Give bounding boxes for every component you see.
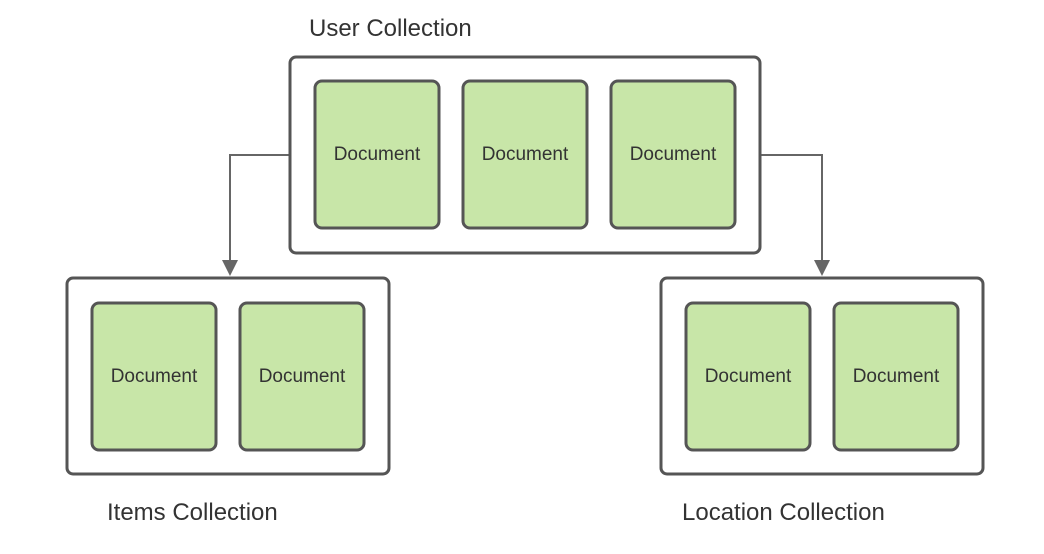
- connector-user-to-location: [760, 154, 823, 262]
- connector-user-to-items: [229, 154, 290, 262]
- user-document-3: [609, 79, 737, 230]
- location-document-1-label: Document: [705, 366, 792, 387]
- items-collection-label: Items Collection: [107, 499, 278, 526]
- user-document-3-label: Document: [630, 144, 717, 165]
- user-document-2-label: Document: [482, 144, 569, 165]
- user-document-1: [313, 79, 441, 230]
- location-document-2: [832, 301, 960, 452]
- user-document-2: [461, 79, 589, 230]
- user-collection-label: User Collection: [309, 15, 472, 42]
- arrowhead-items: [222, 260, 238, 276]
- items-document-2-label: Document: [259, 366, 346, 387]
- items-collection: Document Document Items Collection: [65, 276, 391, 526]
- user-collection: User Collection Document Document Docume…: [288, 15, 762, 255]
- user-document-1-label: Document: [334, 144, 421, 165]
- location-collection-label: Location Collection: [682, 499, 885, 526]
- location-document-2-label: Document: [853, 366, 940, 387]
- location-document-1: [684, 301, 812, 452]
- arrowhead-location: [814, 260, 830, 276]
- items-document-2: [238, 301, 366, 452]
- items-document-1: [90, 301, 218, 452]
- location-collection: Document Document Location Collection: [659, 276, 985, 526]
- connectors: [222, 154, 830, 276]
- items-document-1-label: Document: [111, 366, 198, 387]
